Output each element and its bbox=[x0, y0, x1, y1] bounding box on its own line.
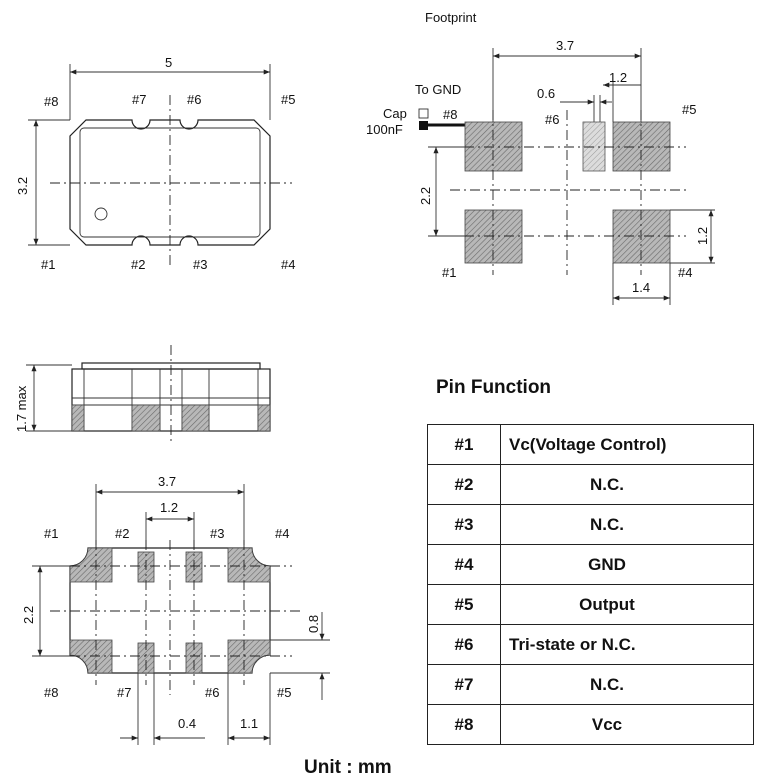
top-pin-3: #3 bbox=[193, 257, 207, 272]
bottom-span-label: 3.7 bbox=[158, 474, 176, 489]
bottom-pin-2: #2 bbox=[115, 526, 129, 541]
fp-span-label: 3.7 bbox=[556, 38, 574, 53]
function-cell: Vcc bbox=[500, 704, 754, 745]
bottom-pin-3: #3 bbox=[210, 526, 224, 541]
pin-cell: #8 bbox=[427, 704, 501, 745]
unit-label: Unit : mm bbox=[304, 757, 392, 778]
top-view: 5 3.2 #8 #7 #6 #5 #1 #2 #3 #4 bbox=[15, 55, 295, 272]
top-pin-7: #7 bbox=[132, 92, 146, 107]
top-pin-4: #4 bbox=[281, 257, 295, 272]
bottom-pin-7: #7 bbox=[117, 685, 131, 700]
side-height-label: 1.7 max bbox=[14, 385, 29, 432]
table-row: #2 N.C. bbox=[427, 464, 754, 505]
pin-cell: #6 bbox=[427, 624, 501, 665]
function-cell: Tri-state or N.C. bbox=[500, 624, 754, 665]
bottom-pin-8: #8 bbox=[44, 685, 58, 700]
top-pin-5: #5 bbox=[281, 92, 295, 107]
fp-pad-height-label: 1.2 bbox=[695, 227, 710, 245]
fp-pin-4: #4 bbox=[678, 265, 692, 280]
pin-cell: #3 bbox=[427, 504, 501, 545]
fp-pad-width-label: 1.2 bbox=[609, 70, 627, 85]
bottom-pad-width-label: 0.4 bbox=[178, 716, 196, 731]
top-pin-2: #2 bbox=[131, 257, 145, 272]
function-cell: Vc(Voltage Control) bbox=[500, 424, 754, 465]
pin-function-table: #1 Vc(Voltage Control) #2 N.C. #3 N.C. #… bbox=[427, 424, 754, 745]
top-pin-1: #1 bbox=[41, 257, 55, 272]
top-pin-8: #8 bbox=[44, 94, 58, 109]
table-row: #6 Tri-state or N.C. bbox=[427, 624, 754, 665]
fp-pad-length-label: 1.4 bbox=[632, 280, 650, 295]
function-cell: N.C. bbox=[500, 664, 754, 705]
bottom-vertical-label: 2.2 bbox=[21, 606, 36, 624]
table-row: #4 GND bbox=[427, 544, 754, 585]
fp-gap-label: 0.6 bbox=[537, 86, 555, 101]
function-cell: Output bbox=[500, 584, 754, 625]
pin-cell: #7 bbox=[427, 664, 501, 705]
bottom-pin-4: #4 bbox=[275, 526, 289, 541]
pin-function-title: Pin Function bbox=[436, 377, 551, 398]
table-row: #7 N.C. bbox=[427, 664, 754, 705]
table-row: #5 Output bbox=[427, 584, 754, 625]
fp-pin-6: #6 bbox=[545, 112, 559, 127]
top-width-label: 5 bbox=[165, 55, 172, 70]
fp-cap-label: Cap bbox=[383, 106, 407, 121]
pin-cell: #4 bbox=[427, 544, 501, 585]
fp-pin-8: #8 bbox=[443, 107, 457, 122]
function-cell: N.C. bbox=[500, 464, 754, 505]
bottom-pin-6: #6 bbox=[205, 685, 219, 700]
top-height-label: 3.2 bbox=[15, 177, 30, 195]
bottom-pad-height-label: 0.8 bbox=[306, 615, 321, 633]
footprint-view: Footprint 3.7 1.2 0.6 To GND Cap 100nF bbox=[366, 10, 715, 305]
bottom-corner-label: 1.1 bbox=[240, 716, 258, 731]
fp-to-gnd-label: To GND bbox=[415, 82, 461, 97]
pin-cell: #5 bbox=[427, 584, 501, 625]
bottom-pin-1: #1 bbox=[44, 526, 58, 541]
pin-cell: #2 bbox=[427, 464, 501, 505]
fp-pin-1: #1 bbox=[442, 265, 456, 280]
footprint-title: Footprint bbox=[425, 10, 477, 25]
fp-cap-value: 100nF bbox=[366, 122, 403, 137]
table-row: #1 Vc(Voltage Control) bbox=[427, 424, 754, 465]
table-row: #8 Vcc bbox=[427, 704, 754, 745]
function-cell: GND bbox=[500, 544, 754, 585]
bottom-view: 3.7 1.2 2.2 0.8 bbox=[21, 474, 330, 745]
fp-vertical-label: 2.2 bbox=[418, 187, 433, 205]
side-view: 1.7 max bbox=[14, 345, 271, 445]
table-row: #3 N.C. bbox=[427, 504, 754, 545]
top-pin-6: #6 bbox=[187, 92, 201, 107]
bottom-inner-label: 1.2 bbox=[160, 500, 178, 515]
pin-cell: #1 bbox=[427, 424, 501, 465]
function-cell: N.C. bbox=[500, 504, 754, 545]
bottom-pin-5: #5 bbox=[277, 685, 291, 700]
fp-pin-5: #5 bbox=[682, 102, 696, 117]
